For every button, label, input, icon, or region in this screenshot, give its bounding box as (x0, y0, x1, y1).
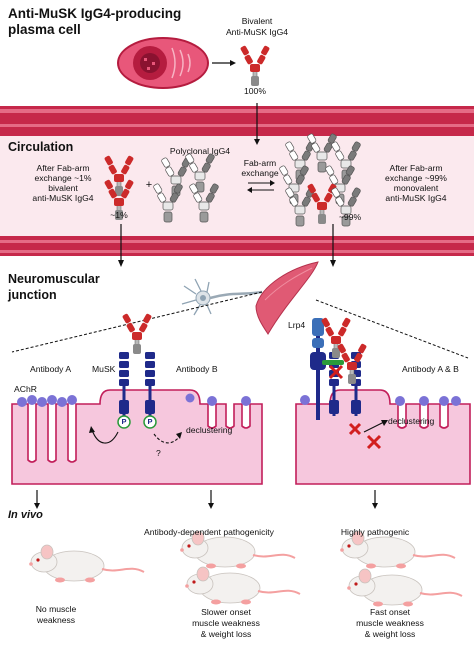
lrp4-label: Lrp4 (288, 320, 306, 330)
postsynaptic-cell-right (295, 389, 471, 485)
left-after-line1: After Fab-arm (36, 163, 90, 173)
antibody-ab-label: Antibody A & B (402, 364, 459, 374)
antibody-a-label: Antibody A (30, 364, 72, 374)
musk-label: MuSK (92, 364, 116, 374)
bivalent-label-line2: Anti-MuSK IgG4 (225, 27, 289, 37)
hundred-percent-label: 100% (244, 86, 266, 96)
right-percent-label: ~99% (338, 212, 362, 222)
right-after-line2: exchange ~99% (385, 173, 447, 183)
blocked-x-icon (328, 364, 382, 450)
left-outcome-line1: No muscle (35, 604, 77, 614)
mid-outcome-line2: muscle weakness (192, 618, 260, 628)
right-outcome-line3: & weight loss (364, 629, 416, 639)
declustering-left-label: declustering (186, 425, 233, 435)
left-after-line2: exchange ~1% (34, 173, 92, 183)
plus-sign: + (145, 179, 153, 191)
phospho-label-1: P (121, 417, 127, 426)
highly-pathogenic-label: Highly pathogenic (340, 527, 410, 537)
antibody-b-label: Antibody B (176, 364, 218, 374)
fab-arm-label-line1: Fab-arm (243, 158, 277, 168)
header-title-line2: plasma cell (8, 22, 81, 37)
right-outcome-line2: muscle weakness (356, 618, 424, 628)
bivalent-label-line1: Bivalent (241, 16, 273, 26)
achr-label: AChR (14, 384, 37, 394)
right-after-line1: After Fab-arm (389, 163, 443, 173)
right-outcome-line1: Fast onset (369, 607, 411, 617)
fab-arm-label-line2: exchange (241, 168, 279, 178)
antibody-dependent-label: Antibody-dependent pathogenicity (144, 527, 274, 537)
lrp4-receptor (310, 318, 326, 420)
right-after-line3: monovalent (393, 183, 439, 193)
left-after-line4: anti-MuSK IgG4 (32, 193, 94, 203)
circulation-title: Circulation (8, 140, 74, 154)
mouse-icon-healthy (28, 544, 146, 584)
mid-outcome-line3: & weight loss (200, 629, 252, 639)
mouse-icon-right-bottom (346, 568, 463, 608)
left-after-line3: bivalent (48, 183, 78, 193)
declustering-right-label: declustering (388, 416, 435, 426)
nmj-title-line2: junction (8, 288, 57, 302)
mid-outcome-line1: Slower onset (201, 607, 251, 617)
nmj-title-line1: Neuromuscular (8, 272, 100, 286)
header-title-line1: Anti-MuSK IgG4-producing (8, 6, 182, 21)
muscle-icon (255, 261, 319, 335)
blood-vessel (0, 106, 474, 256)
in-vivo-title: In vivo (8, 509, 43, 521)
left-percent-label: ~1% (110, 210, 128, 220)
polyclonal-label: Polyclonal IgG4 (169, 146, 231, 156)
neuron-icon (181, 278, 263, 316)
postsynaptic-cell-left (11, 389, 263, 485)
mouse-icon-mid-bottom (184, 566, 301, 606)
right-after-line4: anti-MuSK IgG4 (385, 193, 447, 203)
left-outcome-line2: weakness (36, 615, 76, 625)
phospho-label-2: P (147, 417, 153, 426)
question-mark-label: ? (156, 448, 161, 458)
plasma-cell-icon (117, 37, 209, 89)
